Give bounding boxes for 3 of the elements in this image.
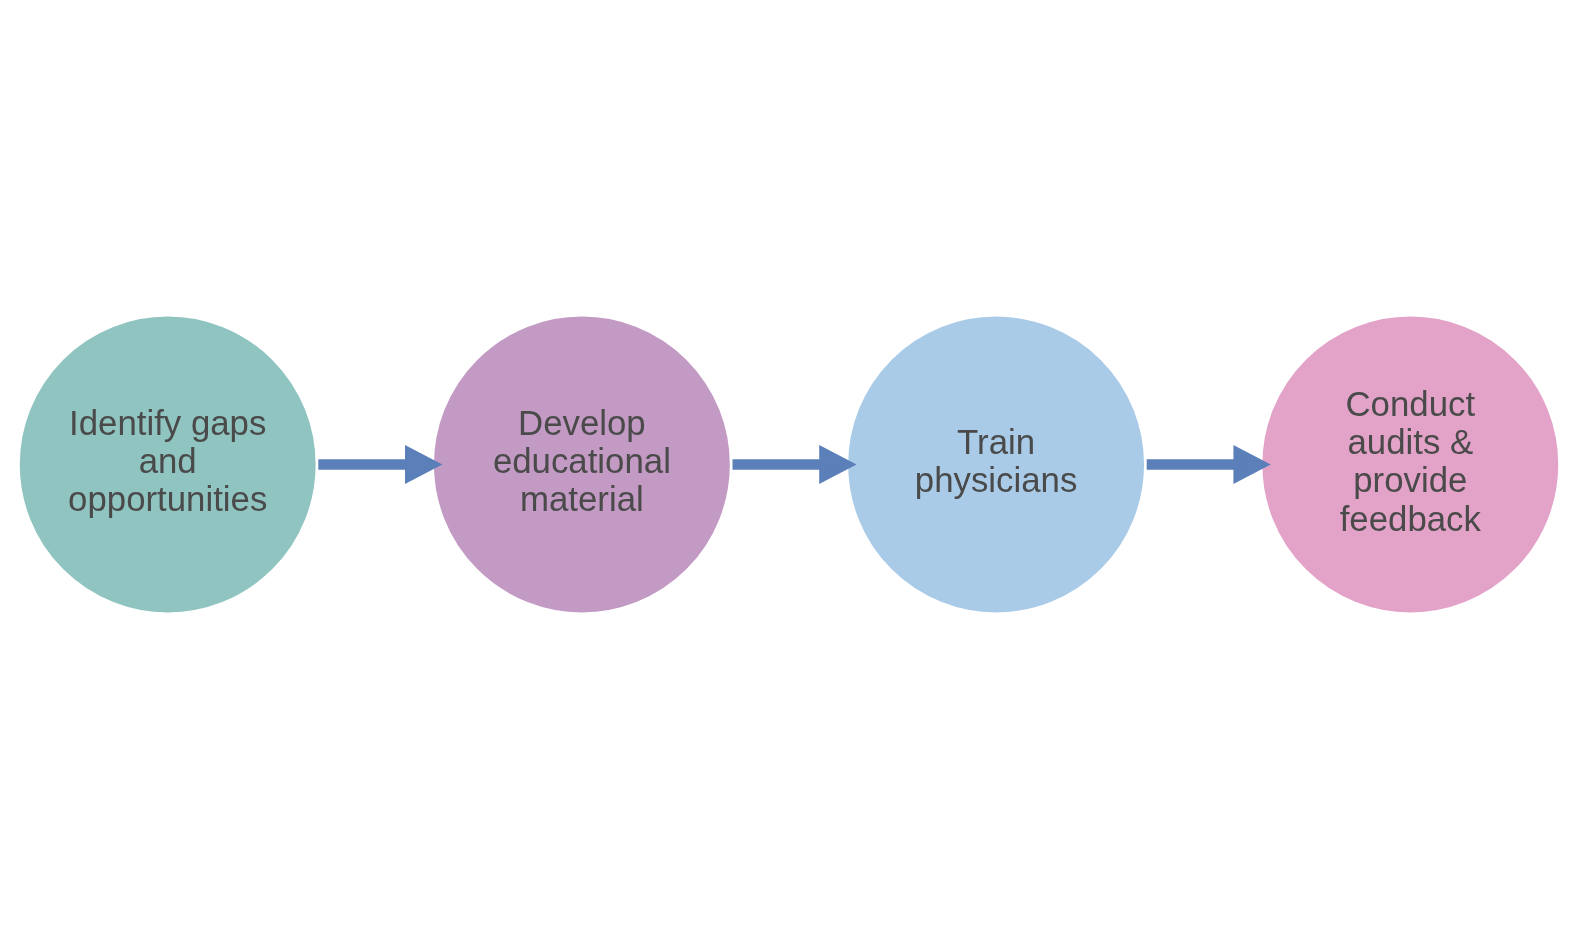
arrow xyxy=(732,444,857,485)
arrow xyxy=(1146,444,1271,485)
arrow xyxy=(318,444,443,485)
